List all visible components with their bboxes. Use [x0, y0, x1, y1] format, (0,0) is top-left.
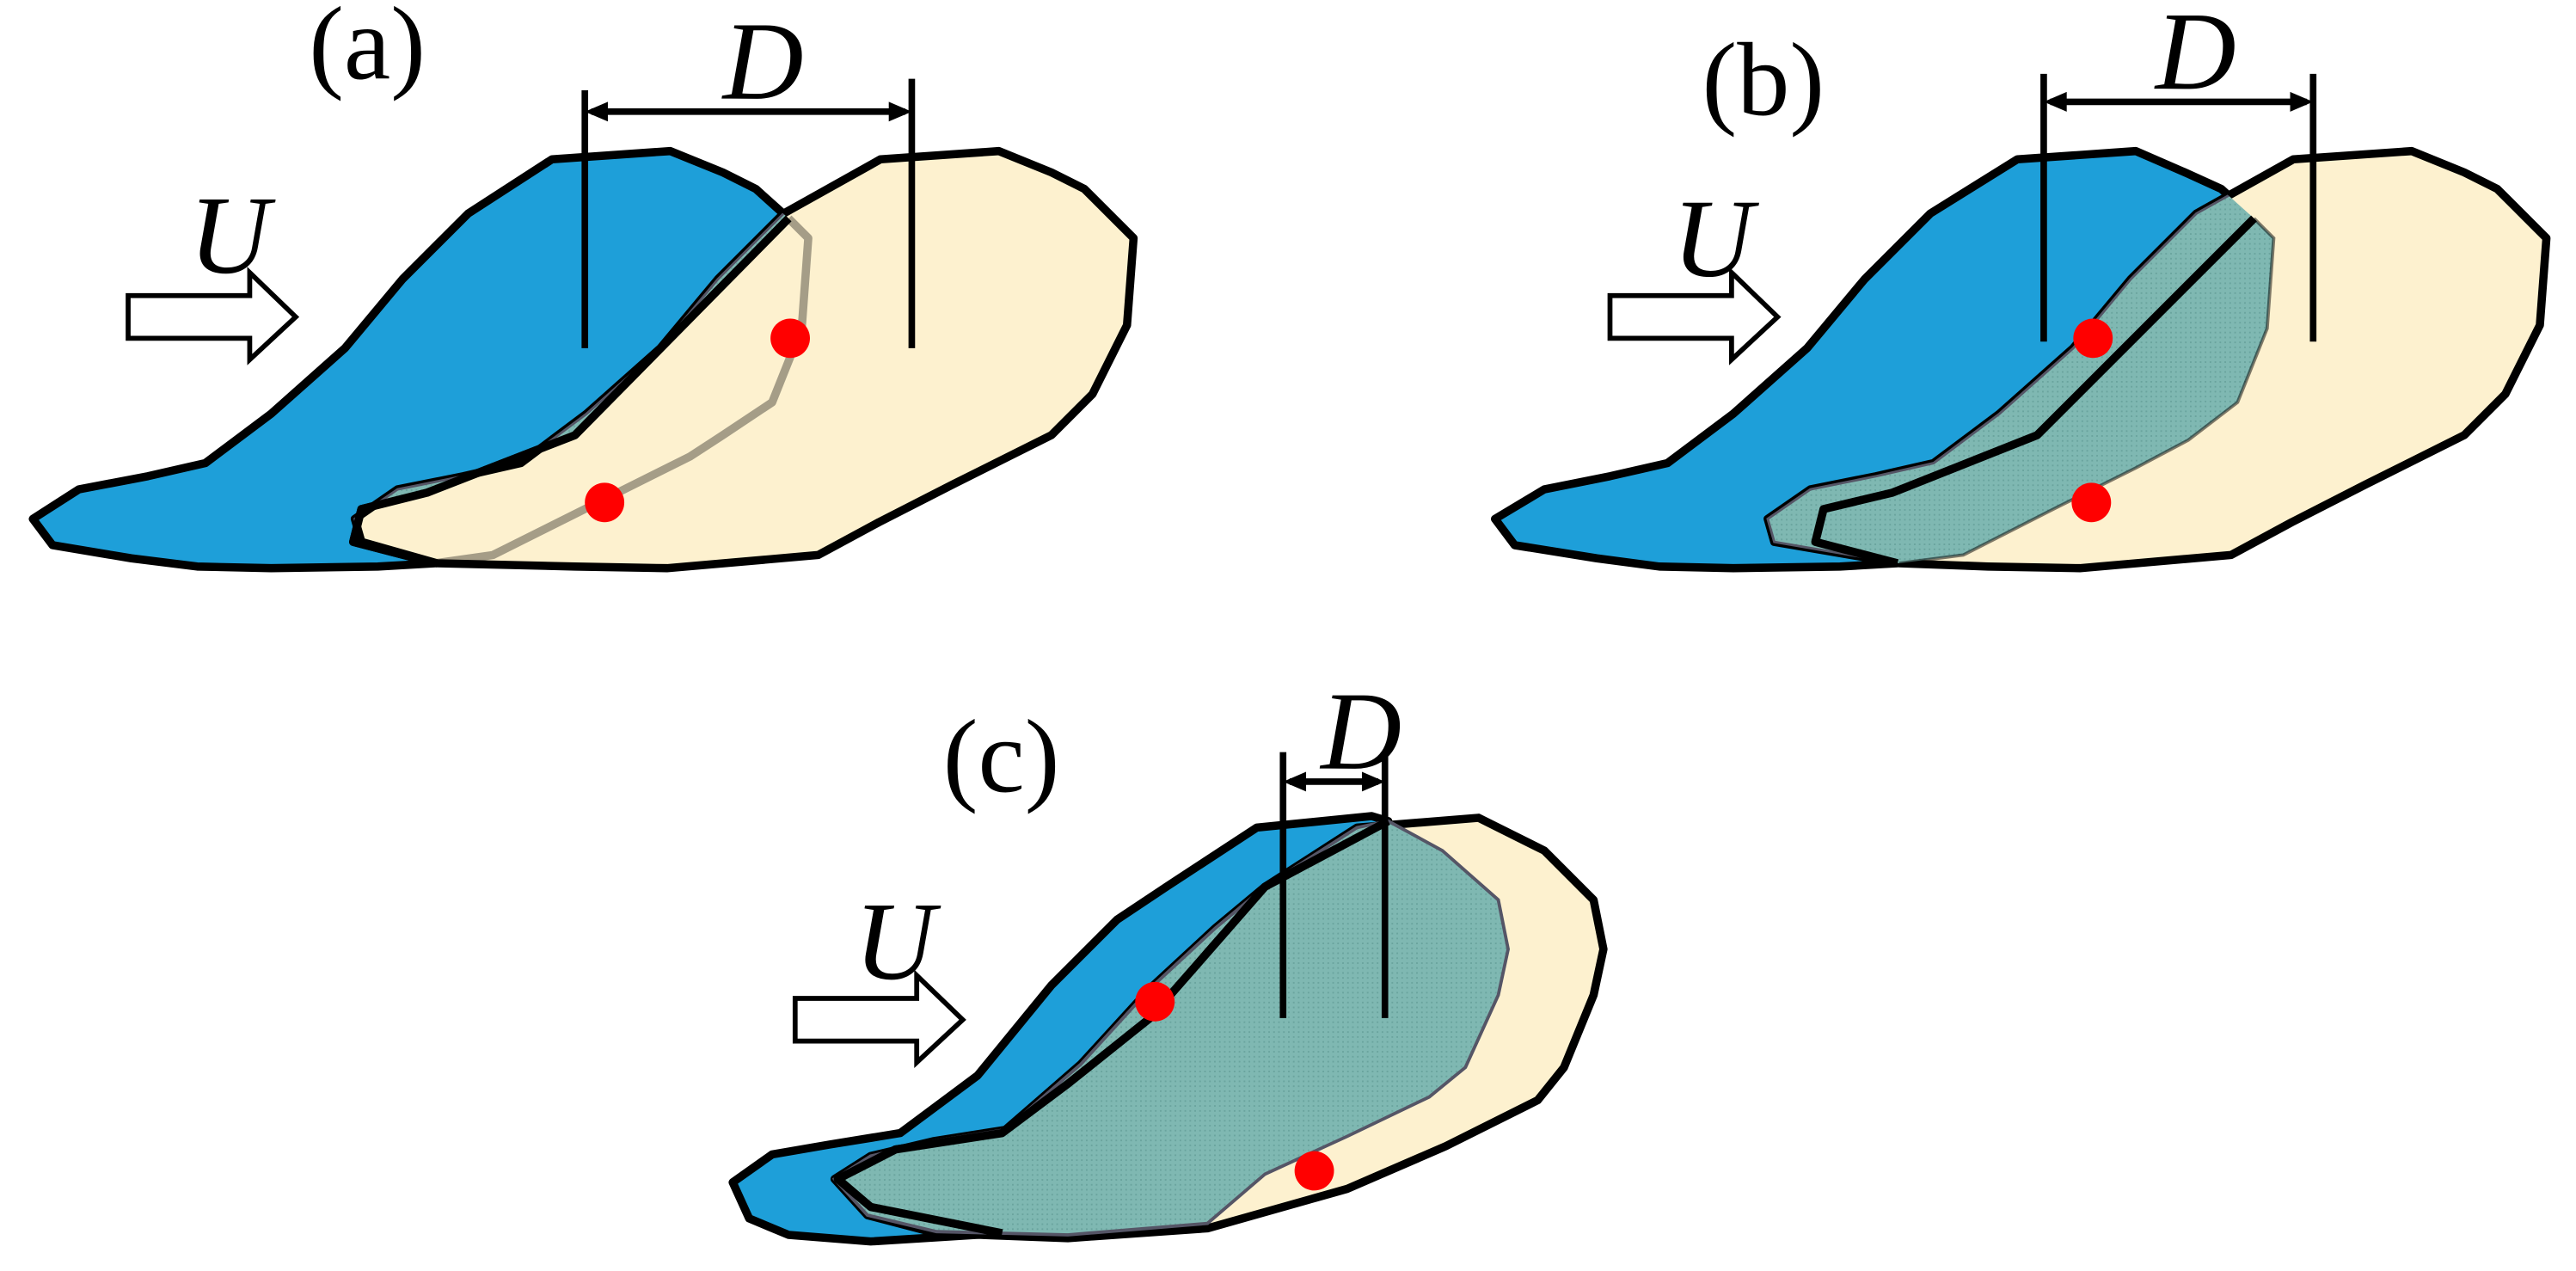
blue-shape-a [28, 146, 793, 573]
dim-arrowhead-left-b [2043, 91, 2067, 112]
dimension-label-b: D [2154, 0, 2236, 114]
flow-arrow-icon-b [1607, 267, 1782, 365]
flow-arrow-icon-a [126, 267, 300, 365]
panel-c: (c) D U [728, 670, 1608, 1246]
panel-b: (b) D U [1490, 0, 2551, 573]
panel-a-label: (a) [309, 0, 426, 102]
dimension-label-c: D [1319, 670, 1401, 794]
panel-a: (a) D U [28, 0, 1138, 573]
panel-c-label: (c) [943, 698, 1060, 814]
dim-arrowhead-right-c [1361, 771, 1385, 792]
dim-arrowhead-left-a [585, 101, 608, 122]
marker-upper-a [770, 318, 810, 359]
overlap-b-interior [1815, 218, 2274, 563]
marker-lower-c [1294, 1151, 1334, 1191]
dim-arrowhead-left-c [1283, 771, 1307, 792]
flow-label-a: U [189, 174, 276, 298]
marker-lower-a [585, 482, 625, 523]
flow-label-b: U [1672, 177, 1759, 301]
marker-upper-b [2073, 318, 2113, 359]
flow-arrow-icon-c [792, 969, 966, 1069]
dim-arrowhead-right-b [2290, 91, 2314, 112]
dimension-label-a: D [721, 0, 804, 124]
dim-arrowhead-right-a [888, 101, 912, 122]
panel-b-label: (b) [1702, 22, 1825, 138]
marker-lower-b [2071, 482, 2112, 523]
marker-upper-c [1135, 981, 1175, 1022]
flow-label-c: U [855, 880, 941, 1004]
